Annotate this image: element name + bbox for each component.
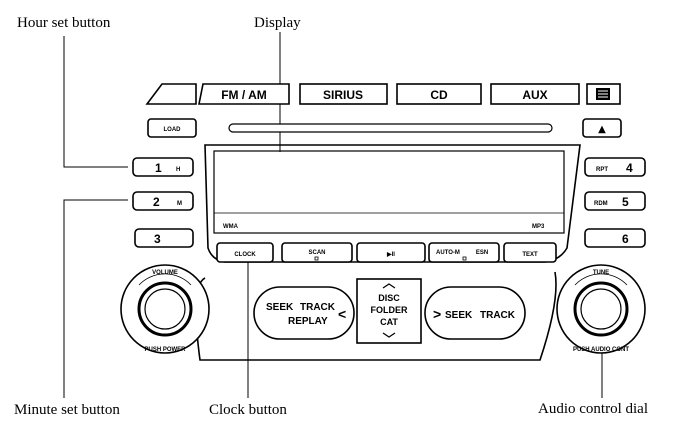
push-audio-cont-label: PUSH AUDIO CONT <box>573 347 629 353</box>
auto-m-esn-button[interactable] <box>428 242 500 263</box>
volume-scale-arc <box>138 273 192 286</box>
tab-fm-am[interactable] <box>198 83 290 105</box>
seek-left-replay: REPLAY <box>288 316 328 327</box>
wma-indicator: WMA <box>223 224 239 230</box>
preset-4-button[interactable] <box>584 157 646 177</box>
preset-6-number: 6 <box>622 232 629 246</box>
tab-sirius-label: SIRIUS <box>323 88 363 102</box>
preset-3-button[interactable] <box>134 228 194 248</box>
seek-right-word: SEEK <box>445 310 473 321</box>
seek-left-arrow-icon: < <box>338 306 346 322</box>
blank-tab-left[interactable] <box>145 83 197 105</box>
tab-cd[interactable] <box>396 83 482 105</box>
load-button-label: LOAD <box>164 127 182 133</box>
push-power-label: PUSH POWER <box>144 347 186 353</box>
minute-set-label: Minute set button <box>14 402 120 418</box>
text-button[interactable] <box>503 242 557 263</box>
eject-icon: ▲ <box>598 124 606 135</box>
cd-slot <box>228 123 553 133</box>
tune-label: TUNE <box>593 270 609 276</box>
hour-set-label: Hour set button <box>17 15 111 31</box>
tab-fm-am-label: FM / AM <box>221 88 267 102</box>
menu-list-icon <box>596 88 610 100</box>
seek-left-word: SEEK <box>266 302 294 313</box>
auto-m-indicator <box>462 256 467 261</box>
preset-2-button[interactable] <box>132 191 194 211</box>
preset-2-sub: M <box>177 201 182 207</box>
tune-scale-arc <box>574 273 628 286</box>
seek-right-arrow-icon: > <box>433 306 441 322</box>
tab-sirius[interactable] <box>299 83 388 105</box>
auto-m-text: AUTO-M <box>436 250 460 256</box>
preset-6-button[interactable] <box>584 228 646 248</box>
clock-button[interactable] <box>216 242 274 263</box>
display-label: Display <box>254 15 301 31</box>
clock-button-label: Clock button <box>209 402 287 418</box>
scan-button-text: SCAN <box>308 250 325 256</box>
preset-5-sub: RDM <box>594 201 608 207</box>
seek-right-track: TRACK <box>480 310 516 321</box>
preset-5-number: 5 <box>622 195 629 209</box>
tab-cd-label: CD <box>430 88 448 102</box>
tab-aux[interactable] <box>490 83 580 105</box>
tab-aux-label: AUX <box>522 88 547 102</box>
preset-4-number: 4 <box>626 161 633 175</box>
play-pause-icon: ▶II <box>386 251 395 258</box>
preset-1-number: 1 <box>155 161 162 175</box>
scan-button[interactable] <box>281 242 353 263</box>
scan-indicator <box>314 256 319 261</box>
center-folder-label: FOLDER <box>371 305 408 315</box>
volume-knob[interactable] <box>120 264 210 354</box>
display-screen <box>213 150 565 234</box>
preset-4-sub: RPT <box>596 167 608 173</box>
preset-1-sub: H <box>176 167 180 173</box>
preset-5-button[interactable] <box>584 191 646 211</box>
volume-label: VOLUME <box>152 270 178 276</box>
mp3-indicator: MP3 <box>532 224 545 230</box>
seek-track-right-button[interactable] <box>424 286 526 340</box>
play-pause-button[interactable] <box>356 242 426 263</box>
eject-button[interactable] <box>582 118 622 138</box>
chevron-up-icon <box>382 283 396 289</box>
preset-2-number: 2 <box>153 195 160 209</box>
disc-folder-cat-button[interactable] <box>356 278 422 344</box>
preset-1-button[interactable] <box>132 157 194 177</box>
audio-control-dial[interactable] <box>556 264 646 354</box>
audio-dial-label: Audio control dial <box>538 401 648 417</box>
minute-set-leader <box>63 199 128 398</box>
hour-set-leader <box>63 36 128 168</box>
text-button-text: TEXT <box>522 252 538 258</box>
preset-3-number: 3 <box>154 232 161 246</box>
center-cat-label: CAT <box>380 317 398 327</box>
seek-left-track: TRACK <box>300 302 336 313</box>
seek-track-replay-button[interactable] <box>253 286 355 340</box>
esn-text: ESN <box>476 250 488 256</box>
center-disc-label: DISC <box>378 293 400 303</box>
chevron-down-icon <box>382 332 396 338</box>
clock-button-text: CLOCK <box>234 252 256 258</box>
load-button[interactable] <box>147 118 197 138</box>
